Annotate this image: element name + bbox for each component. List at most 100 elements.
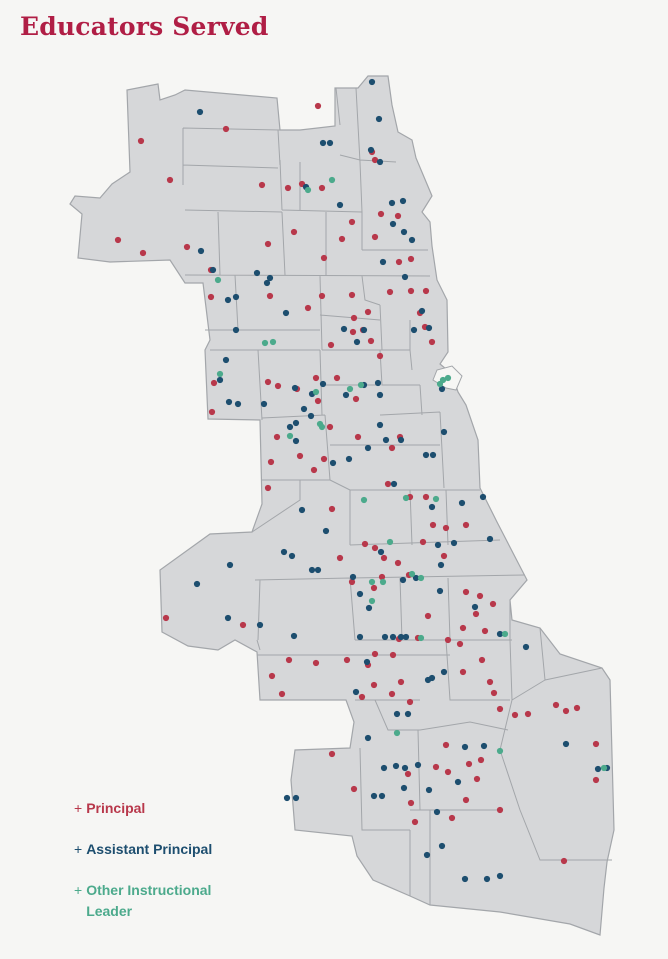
principal-point (304, 304, 312, 312)
principal-point (478, 656, 486, 664)
assistant-principal-point (340, 325, 348, 333)
assistant-principal-point (461, 743, 469, 751)
assistant-principal-point (374, 379, 382, 387)
assistant-principal-point (329, 459, 337, 467)
principal-point (278, 690, 286, 698)
principal-point (358, 693, 366, 701)
assistant-principal-point (216, 376, 224, 384)
other-instructional-leader-point (360, 496, 368, 504)
legend-item-principal: +Principal (74, 798, 251, 819)
assistant-principal-point (356, 633, 364, 641)
other-instructional-leader-point (600, 764, 608, 772)
other-instructional-leader-point (417, 574, 425, 582)
principal-point (489, 600, 497, 608)
assistant-principal-point (480, 742, 488, 750)
assistant-principal-point (263, 279, 271, 287)
assistant-principal-point (423, 851, 431, 859)
legend-label: Assistant Principal (86, 841, 213, 857)
assistant-principal-point (594, 765, 602, 773)
principal-point (266, 292, 274, 300)
other-instructional-leader-point (368, 578, 376, 586)
other-instructional-leader-point (402, 494, 410, 502)
assistant-principal-point (345, 455, 353, 463)
principal-point (407, 255, 415, 263)
legend-label: Other Instructional Leader (86, 882, 212, 919)
principal-point (371, 650, 379, 658)
principal-point (562, 707, 570, 715)
principal-point (348, 218, 356, 226)
assistant-principal-point (282, 309, 290, 317)
legend: +Principal +Assistant Principal +Other I… (74, 798, 251, 942)
principal-point (364, 308, 372, 316)
assistant-principal-point (461, 875, 469, 883)
principal-point (407, 799, 415, 807)
principal-point (404, 770, 412, 778)
other-instructional-leader-points (214, 176, 608, 772)
assistant-principal-point (376, 391, 384, 399)
principal-point (496, 705, 504, 713)
assistant-principal-point (367, 146, 375, 154)
principal-point (465, 760, 473, 768)
assistant-principal-point (300, 405, 308, 413)
other-instructional-leader-point (269, 338, 277, 346)
principal-point (354, 433, 362, 441)
assistant-principal-point (319, 380, 327, 388)
assistant-principal-point (438, 385, 446, 393)
principal-point (371, 156, 379, 164)
legend-label: Principal (86, 800, 146, 816)
principal-point (166, 176, 174, 184)
principal-point (573, 704, 581, 712)
principal-point (462, 796, 470, 804)
other-instructional-leader-point (216, 370, 224, 378)
principal-point (310, 466, 318, 474)
principal-point (264, 484, 272, 492)
assistant-principal-point (256, 621, 264, 629)
principal-point (314, 102, 322, 110)
assistant-principal-point (428, 503, 436, 511)
other-instructional-leader-point (312, 388, 320, 396)
other-instructional-leader-point (408, 570, 416, 578)
assistant-principal-point (414, 761, 422, 769)
principal-point (444, 768, 452, 776)
principal-point (320, 455, 328, 463)
assistant-principal-point (438, 842, 446, 850)
assistant-principal-point (381, 633, 389, 641)
principal-point (592, 776, 600, 784)
principal-point (273, 433, 281, 441)
assistant-principal-point (388, 199, 396, 207)
assistant-principal-point (376, 421, 384, 429)
assistant-principal-point (292, 437, 300, 445)
principal-point (592, 740, 600, 748)
principal-point (371, 233, 379, 241)
principal-point (264, 240, 272, 248)
principal-point (139, 249, 147, 257)
plus-icon: + (74, 841, 83, 857)
assistant-principal-point (377, 548, 385, 556)
principal-point (328, 750, 336, 758)
assistant-principal-point (437, 561, 445, 569)
assistant-principal-point (436, 587, 444, 595)
assistant-principal-point (422, 451, 430, 459)
principal-point (371, 544, 379, 552)
assistant-principal-point (450, 539, 458, 547)
assistant-principal-point (290, 632, 298, 640)
principal-point (407, 287, 415, 295)
assistant-principal-point (286, 423, 294, 431)
assistant-principal-point (399, 197, 407, 205)
principal-point (343, 656, 351, 664)
principal-point (422, 493, 430, 501)
legend-item-other-instructional-leader: +Other Instructional Leader (74, 880, 251, 922)
community-boundaries (182, 87, 612, 905)
assistant-principal-point (400, 784, 408, 792)
assistant-principal-point (378, 792, 386, 800)
assistant-principal-point (375, 115, 383, 123)
principal-point (312, 659, 320, 667)
assistant-principal-point (226, 561, 234, 569)
assistant-principal-points (193, 78, 611, 883)
principal-point (444, 636, 452, 644)
principal-point (333, 374, 341, 382)
principal-point (114, 236, 122, 244)
principal-point (336, 554, 344, 562)
principal-point (380, 554, 388, 562)
